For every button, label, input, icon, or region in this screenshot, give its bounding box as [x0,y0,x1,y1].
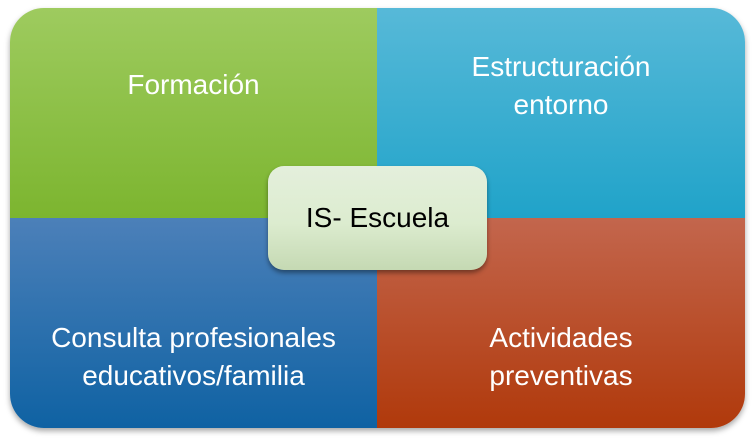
quadrant-label: Estructuración [471,51,651,82]
quadrant-label: Formación [127,69,260,100]
quadrant-estructuracion-entorno: Estructuración entorno [377,8,745,218]
quadrant-label: preventivas [489,360,633,391]
quadrant-label: educativos/familia [82,360,305,391]
center-box: IS- Escuela [268,166,487,270]
matrix-diagram: Formación Estructuración entorno Consult… [10,8,745,428]
quadrant-label: Actividades [489,322,633,353]
quadrant-formacion: Formación [10,8,377,218]
quadrant-consulta-profesionales: Consulta profesionales educativos/famili… [10,218,377,428]
center-label: IS- Escuela [305,202,450,233]
quadrant-label: Consulta profesionales [51,322,336,353]
quadrant-label: entorno [513,89,609,120]
